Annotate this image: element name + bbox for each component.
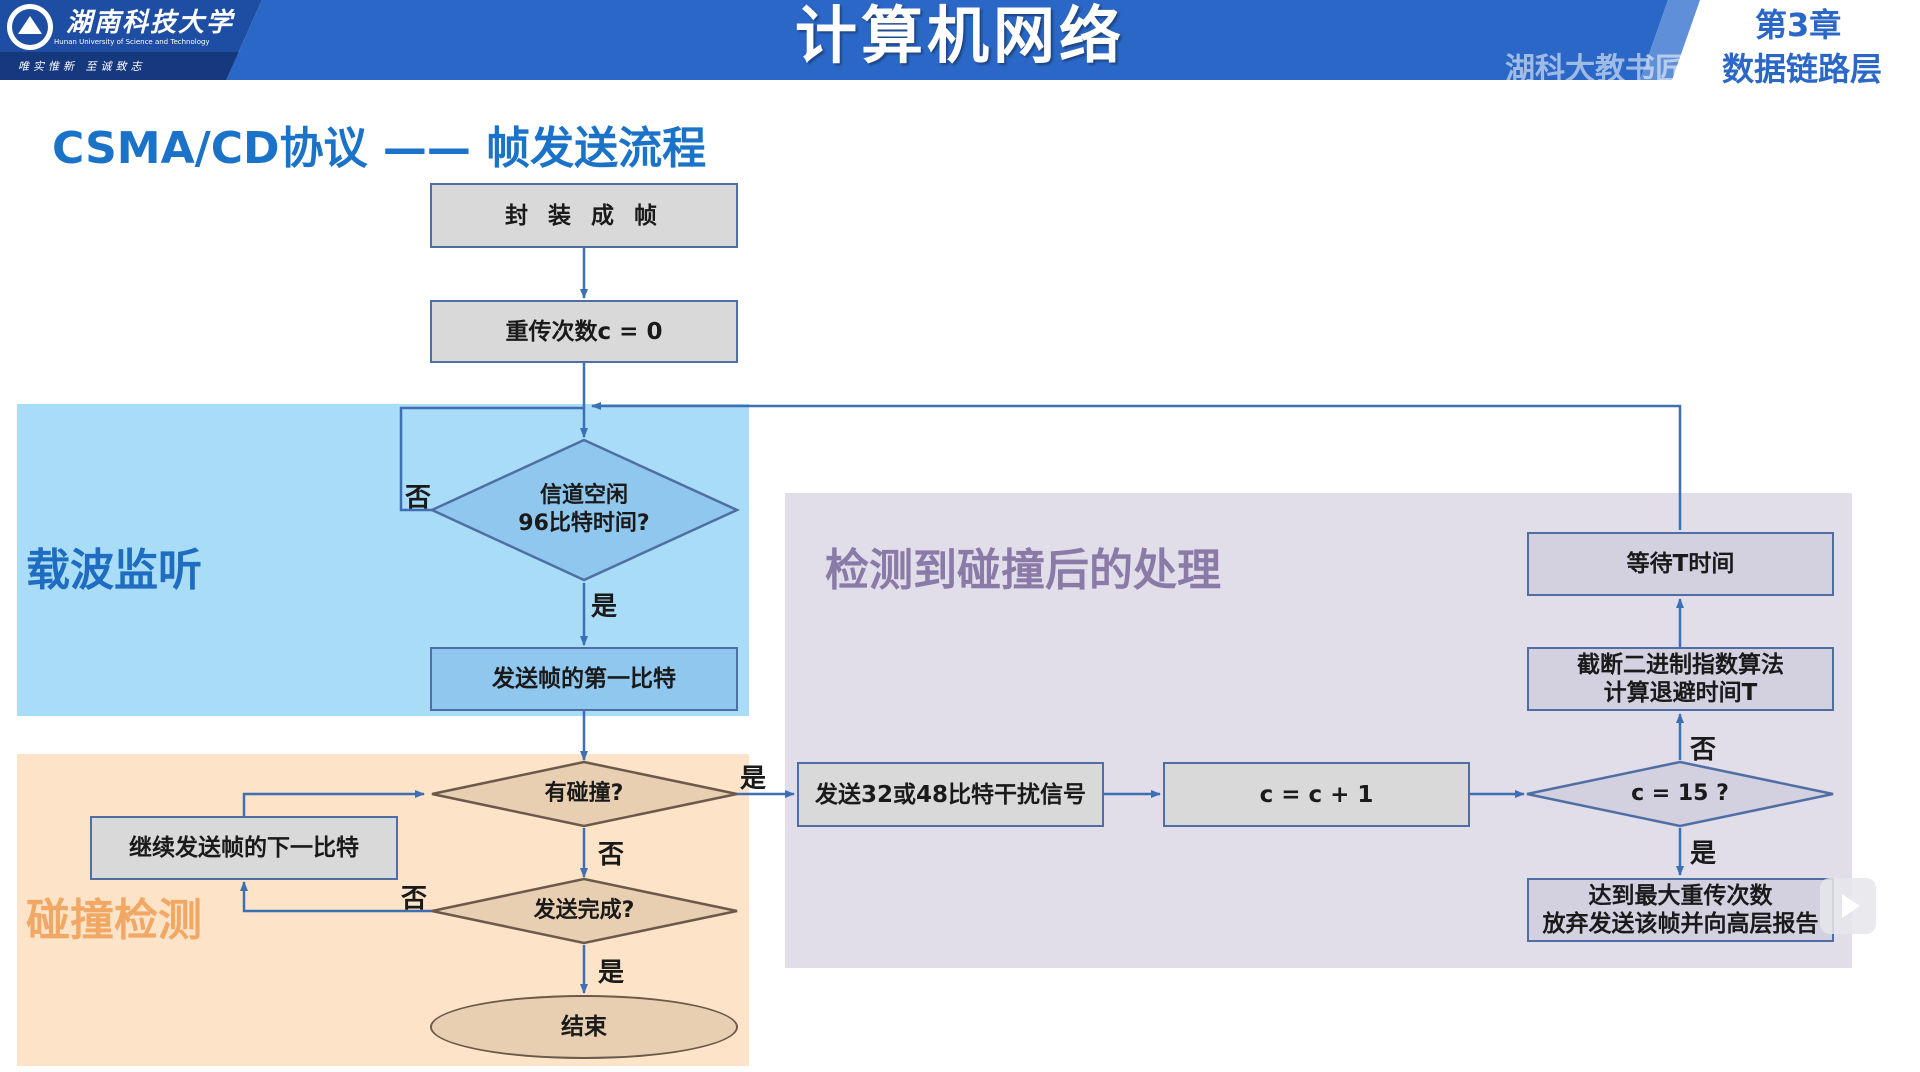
done-no-label: 否 [401,884,428,914]
send-done-diamond [431,877,738,945]
increment-counter-box: c = c + 1 [1163,762,1470,827]
c-max-diamond [1526,760,1834,828]
arrow-done-no-to-next [240,881,432,913]
wait-time-box: 等待T时间 [1527,532,1834,596]
slide-header: 湖南科技大学 Hunan University of Science and T… [0,0,1920,88]
play-icon[interactable] [1820,878,1876,934]
cmax-no-label: 否 [1690,735,1717,765]
idle-yes-label: 是 [591,592,618,622]
idle-no-label: 否 [405,483,432,513]
done-yes-label: 是 [598,958,625,988]
send-first-bit-box: 发送帧的第一比特 [430,647,738,711]
collision-yes-label: 是 [740,764,767,794]
university-name: 湖南科技大学 [66,8,235,38]
arrow-wait-to-idle [591,402,1682,530]
section-title: CSMA/CD协议 —— 帧发送流程 [52,123,707,174]
arrow-idle-no-loop [399,406,584,512]
jam-signal-box: 发送32或48比特干扰信号 [797,762,1104,827]
give-up-box: 达到最大重传次数 放弃发送该帧并向高层报告 [1527,878,1834,942]
collision-no-label: 否 [598,840,625,870]
collision-diamond [431,760,738,828]
collision-question-label: 有碰撞? [544,781,624,806]
carrier-sense-label: 载波监听 [26,545,202,596]
end-terminal: 结束 [430,995,738,1059]
watermark: 湖科大教书匠 [1505,52,1685,87]
chapter-title: 数据链路层 [1722,50,1883,88]
backoff-calculation-box: 截断二进制指数算法 计算退避时间T [1527,647,1834,711]
chapter-number: 第3章 [1755,6,1842,44]
course-title: 计算机网络 [794,0,1125,72]
encapsulate-frame-box: 封 装 成 帧 [430,183,738,248]
university-motto: 唯实惟新 至诚致志 [18,60,146,73]
channel-idle-diamond [429,438,741,582]
cmax-yes-label: 是 [1690,839,1717,869]
c-max-question-label: c = 15 ? [1631,781,1729,806]
collision-detect-label: 碰撞检测 [26,895,202,946]
retransmit-counter-init-box: 重传次数c = 0 [430,300,738,363]
arrow-next-to-collision [242,790,425,816]
channel-idle-label: 信道空闲 96比特时间? [518,483,650,536]
after-collision-label: 检测到碰撞后的处理 [825,545,1221,596]
send-done-question-label: 发送完成? [533,898,635,923]
university-name-en: Hunan University of Science and Technolo… [54,38,210,46]
send-next-bit-box: 继续发送帧的下一比特 [90,816,398,880]
header-banner [0,0,1700,80]
